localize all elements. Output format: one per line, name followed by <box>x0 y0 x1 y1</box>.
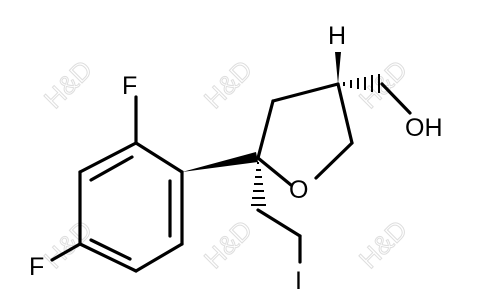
bond <box>256 156 293 187</box>
watermark: H&D <box>353 214 413 274</box>
bond <box>314 141 354 180</box>
bond <box>256 99 275 160</box>
bond <box>89 155 134 182</box>
watermark: H&D <box>38 214 98 274</box>
bond <box>89 238 132 261</box>
fluorine-label: F <box>122 72 137 100</box>
watermark: H&D <box>198 54 258 114</box>
hydrogen-label: H <box>328 22 346 50</box>
difluorophenyl-ring <box>50 95 184 273</box>
bond <box>336 82 354 145</box>
bond <box>256 208 302 238</box>
oxolane-ring <box>182 52 412 264</box>
bond <box>50 242 82 262</box>
wedge-bond <box>335 52 341 84</box>
watermark: H&D <box>38 54 98 114</box>
watermark: H&D <box>198 214 258 274</box>
bond <box>78 141 138 174</box>
hashed-bond <box>251 162 266 206</box>
ring-oxygen-label: O <box>289 176 308 204</box>
bond <box>78 242 138 273</box>
bond <box>380 82 412 115</box>
fluorine-label: F <box>29 253 44 281</box>
wedge-bond <box>182 152 258 172</box>
iodine-label: I <box>295 267 302 295</box>
hashed-bond <box>343 74 380 93</box>
bond <box>271 82 340 103</box>
hydroxyl-label: OH <box>405 114 443 142</box>
bond <box>134 141 184 174</box>
bond <box>134 242 184 273</box>
